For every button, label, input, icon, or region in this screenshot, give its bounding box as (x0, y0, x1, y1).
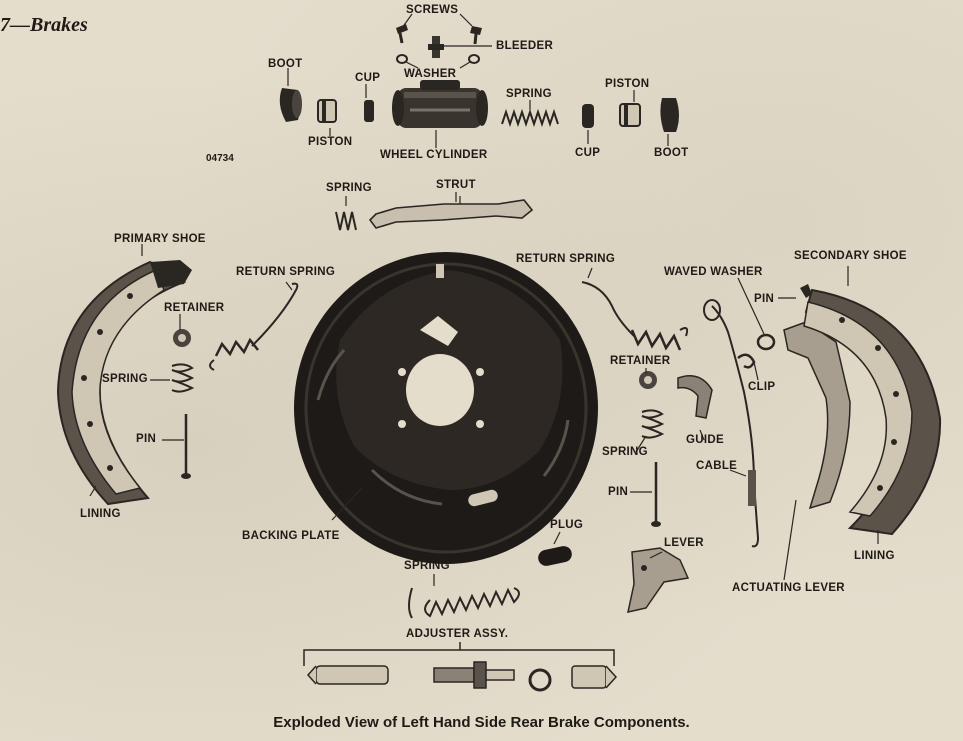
boot-left-part (279, 88, 302, 122)
label-screws: SCREWS (406, 4, 459, 16)
label-bleeder: BLEEDER (496, 40, 554, 52)
label-cable: CABLE (696, 460, 738, 472)
spring-mid-right-part (641, 409, 665, 439)
label-backing-plate: BACKING PLATE (242, 530, 340, 542)
page-header: 7—Brakes (0, 14, 88, 36)
strut-spring-part (335, 211, 357, 231)
waved-washer-part (737, 277, 776, 351)
label-lining-left: LINING (80, 508, 121, 520)
label-strut: STRUT (436, 179, 476, 191)
bleeder-part (428, 36, 492, 58)
retainer-right-part (639, 371, 657, 389)
label-cup-left: CUP (355, 72, 381, 84)
washer-part (396, 54, 480, 69)
clip-part (737, 353, 759, 381)
wheel-cylinder-part (392, 80, 488, 128)
piston-right-part (619, 103, 641, 127)
boot-right-part (660, 98, 679, 132)
label-pin-right-top: PIN (754, 293, 775, 305)
label-wheel-cylinder: WHEEL CYLINDER (380, 149, 488, 161)
label-retainer-right: RETAINER (610, 355, 671, 367)
spring-left-part (150, 363, 195, 393)
label-spring-top: SPRING (506, 88, 552, 100)
label-washer: WASHER (404, 68, 457, 80)
strut-part (368, 196, 534, 229)
pin-mid-part (630, 462, 661, 527)
lever-part (627, 547, 690, 613)
actuating-lever-part (783, 321, 851, 581)
label-spring-strut: SPRING (326, 182, 372, 194)
figure-caption: Exploded View of Left Hand Side Rear Bra… (273, 714, 690, 731)
plug-part (538, 546, 572, 566)
leader-lines (179, 68, 705, 586)
label-clip: CLIP (748, 381, 776, 393)
label-adjuster-assy: ADJUSTER ASSY. (406, 628, 509, 640)
label-plug: PLUG (550, 519, 584, 531)
cable-part (703, 299, 760, 548)
label-cup-right: CUP (575, 147, 601, 159)
secondary-shoe-part (803, 266, 942, 544)
cup-left-part (364, 100, 374, 122)
label-piston-right: PISTON (605, 78, 650, 90)
piston-left-part (317, 99, 337, 123)
return-spring-left-part (209, 282, 299, 371)
label-spring-left: SPRING (102, 373, 148, 385)
label-spring-bottom: SPRING (404, 560, 450, 572)
backing-plate-part (294, 252, 598, 564)
label-lever: LEVER (664, 537, 704, 549)
guide-part (677, 375, 713, 419)
label-boot-left: BOOT (268, 58, 303, 70)
label-pin-mid: PIN (608, 486, 629, 498)
label-guide: GUIDE (686, 434, 724, 446)
pin-left-part (162, 414, 191, 479)
label-waved-washer: WAVED WASHER (664, 266, 763, 278)
label-piston-left: PISTON (308, 136, 353, 148)
screws-part (396, 13, 482, 45)
label-secondary-shoe: SECONDARY SHOE (794, 250, 907, 262)
label-pin-left: PIN (136, 433, 157, 445)
retainer-left-part (173, 329, 191, 347)
adjuster-assy-part (303, 642, 618, 692)
label-actuating-lever: ACTUATING LEVER (732, 582, 845, 594)
label-lining-right: LINING (854, 550, 895, 562)
pin-right-top-part (778, 284, 812, 299)
label-primary-shoe: PRIMARY SHOE (114, 233, 206, 245)
label-spring-mid-right: SPRING (602, 446, 648, 458)
primary-shoe-part (56, 244, 192, 506)
return-spring-right-part (581, 281, 689, 351)
label-return-spring-left: RETURN SPRING (236, 266, 336, 278)
spring-top-part (501, 108, 559, 128)
cup-right-part (582, 104, 594, 128)
label-retainer-left: RETAINER (164, 302, 225, 314)
label-return-spring-right: RETURN SPRING (516, 253, 616, 265)
part-code: 04734 (206, 153, 234, 164)
label-boot-right: BOOT (654, 147, 689, 159)
spring-bottom-part (408, 587, 520, 619)
